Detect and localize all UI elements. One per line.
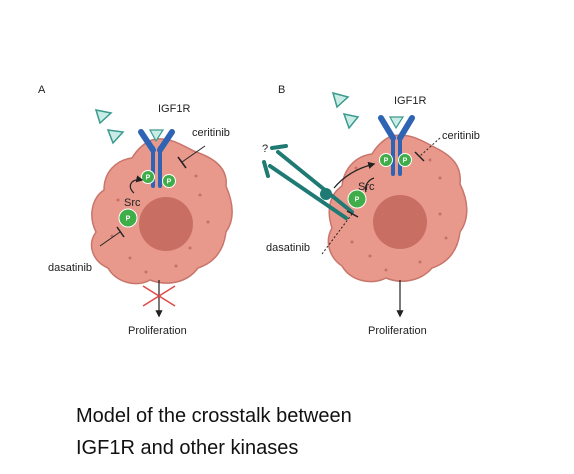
ligand-icon	[94, 109, 113, 125]
dasatinib-tbar	[346, 210, 359, 218]
igf1r-label: IGF1R	[158, 103, 190, 115]
unknown-receptor-label: ?	[262, 143, 268, 155]
unknown-receptor-icon	[262, 144, 354, 220]
ceritinib-inhibit-line	[181, 145, 206, 163]
phospho-icon: P	[398, 153, 412, 167]
igf1r-receptor-icon	[378, 115, 415, 176]
caption-line-2: IGF1R and other kinases	[76, 437, 299, 459]
nucleus	[139, 197, 193, 251]
proliferation-label: Proliferation	[128, 325, 187, 337]
src-activation-arrow	[129, 175, 144, 194]
ceritinib-label: ceritinib	[192, 127, 230, 139]
ceritinib-tbar	[414, 151, 425, 162]
nucleus	[373, 195, 427, 249]
panel-a-letter: A	[38, 84, 46, 96]
panel-a: A IGF1R ceritinib P	[38, 84, 233, 337]
src-phospho-icon: P	[118, 208, 138, 228]
caption-line-1: Model of the crosstalk between	[76, 405, 352, 427]
dasatinib-label: dasatinib	[266, 242, 310, 254]
src-activation-arrow	[333, 161, 376, 189]
dasatinib-inhibit-line	[99, 231, 121, 247]
svg-text:P: P	[384, 158, 389, 165]
dasatinib-tbar	[116, 226, 125, 238]
ligand-icon	[331, 91, 350, 109]
svg-text:P: P	[167, 179, 172, 186]
cell-granules	[350, 158, 448, 272]
panel-b-letter: B	[278, 84, 285, 96]
svg-text:P: P	[146, 175, 151, 182]
panel-b: B IGF1R ceritinib P	[262, 84, 480, 337]
svg-text:P: P	[403, 158, 408, 165]
ceritinib-inhibit-line	[419, 137, 441, 157]
phospho-icon: P	[141, 170, 155, 184]
src-phospho-icon: P	[347, 189, 367, 209]
ceritinib-label: ceritinib	[442, 130, 480, 142]
src-label: Src	[124, 197, 141, 209]
svg-text:P: P	[355, 197, 360, 204]
dasatinib-inhibit-line	[321, 213, 353, 255]
igf1r-receptor-icon	[138, 129, 175, 188]
ligand-icon	[106, 129, 125, 145]
svg-text:P: P	[126, 216, 131, 223]
phospho-icon: P	[379, 153, 393, 167]
src-label: Src	[358, 181, 375, 193]
proliferation-label: Proliferation	[368, 325, 427, 337]
dasatinib-label: dasatinib	[48, 262, 92, 274]
igf1r-label: IGF1R	[394, 95, 426, 107]
ligand-icon	[342, 112, 360, 130]
ceritinib-tbar	[177, 156, 187, 169]
phospho-icon: P	[162, 174, 176, 188]
